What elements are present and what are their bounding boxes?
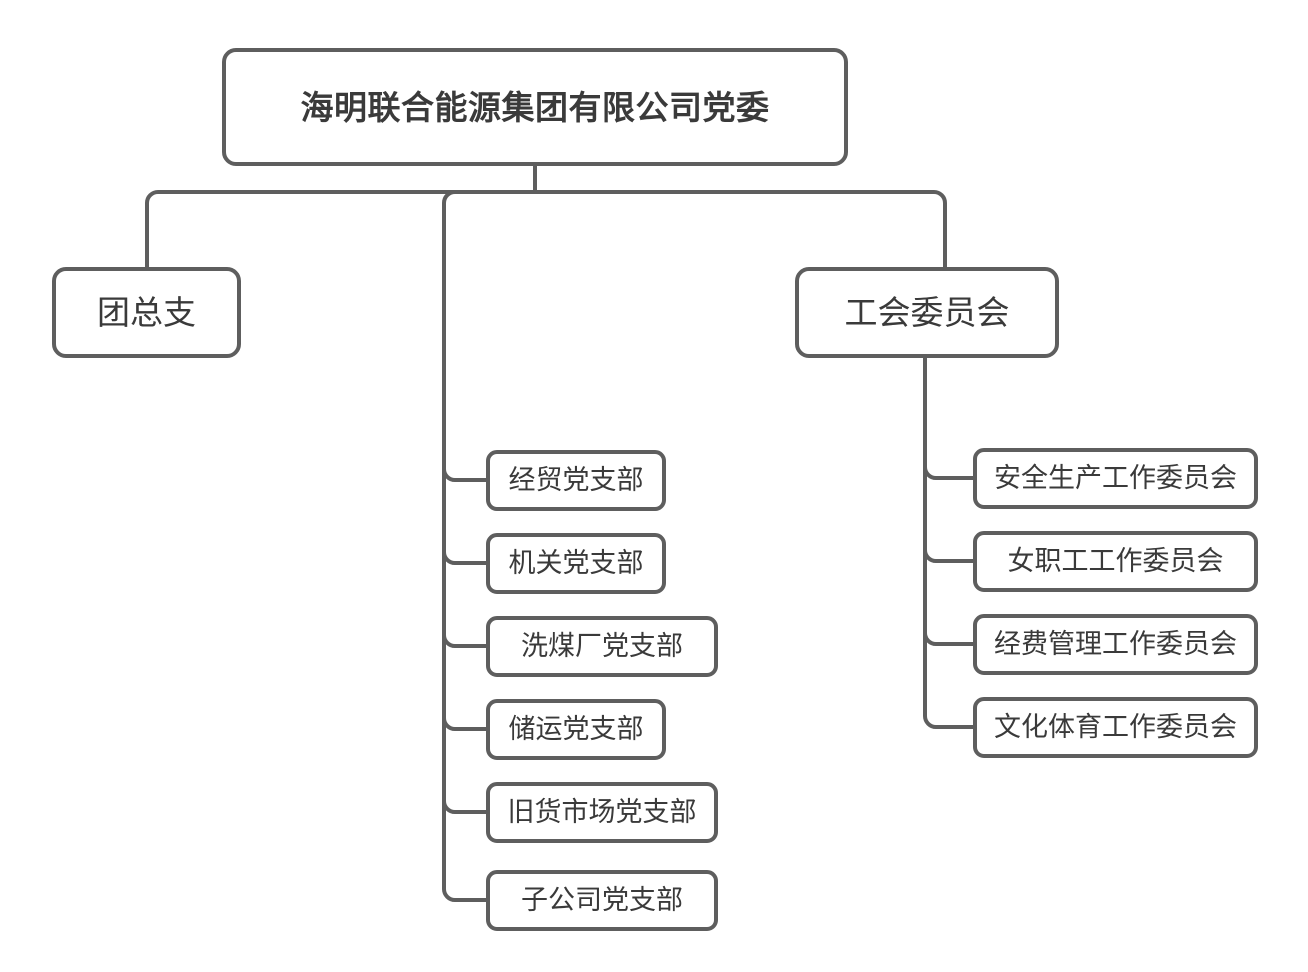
connector-bus-right (535, 190, 947, 267)
node-branch-3-label: 洗煤厂党支部 (521, 631, 683, 661)
connector-middle-5 (442, 800, 486, 814)
node-union-committee[interactable]: 工会委员会 (795, 267, 1059, 358)
node-branch-4[interactable]: 储运党支部 (486, 699, 666, 760)
node-branch-1-label: 经贸党支部 (508, 465, 644, 495)
node-branch-5-label: 旧货市场党支部 (507, 797, 697, 827)
node-root[interactable]: 海明联合能源集团有限公司党委 (222, 48, 848, 166)
connector-bus-left (145, 190, 535, 267)
node-union-branch-2[interactable]: 女职工工作委员会 (973, 531, 1258, 592)
node-branch-3[interactable]: 洗煤厂党支部 (486, 616, 718, 677)
connector-union-3 (923, 632, 973, 646)
connector-union-stem (923, 358, 973, 729)
node-union-branch-3[interactable]: 经费管理工作委员会 (973, 614, 1258, 675)
connector-middle-4 (442, 717, 486, 731)
node-union-branch-2-label: 女职工工作委员会 (1007, 546, 1224, 576)
connector-middle-3 (442, 634, 486, 648)
node-youth-league-label: 团总支 (97, 294, 196, 331)
node-union-branch-4-label: 文化体育工作委员会 (994, 712, 1237, 742)
node-branch-6-label: 子公司党支部 (521, 885, 683, 915)
node-union-branch-4[interactable]: 文化体育工作委员会 (973, 697, 1258, 758)
node-branch-1[interactable]: 经贸党支部 (486, 450, 666, 511)
node-branch-4-label: 储运党支部 (508, 714, 644, 744)
node-branch-6[interactable]: 子公司党支部 (486, 870, 718, 931)
node-youth-league[interactable]: 团总支 (52, 267, 241, 358)
node-union-branch-1[interactable]: 安全生产工作委员会 (973, 448, 1258, 509)
node-branch-5[interactable]: 旧货市场党支部 (486, 782, 718, 843)
node-union-committee-label: 工会委员会 (844, 294, 1010, 331)
node-root-label: 海明联合能源集团有限公司党委 (300, 88, 770, 126)
connector-union-1 (923, 466, 973, 480)
connector-middle-2 (442, 551, 486, 565)
node-branch-2-label: 机关党支部 (508, 548, 644, 578)
connector-union-2 (923, 549, 973, 563)
node-branch-2[interactable]: 机关党支部 (486, 533, 666, 594)
node-union-branch-3-label: 经费管理工作委员会 (994, 629, 1237, 659)
node-union-branch-1-label: 安全生产工作委员会 (994, 463, 1237, 493)
connector-middle-1 (442, 468, 486, 482)
